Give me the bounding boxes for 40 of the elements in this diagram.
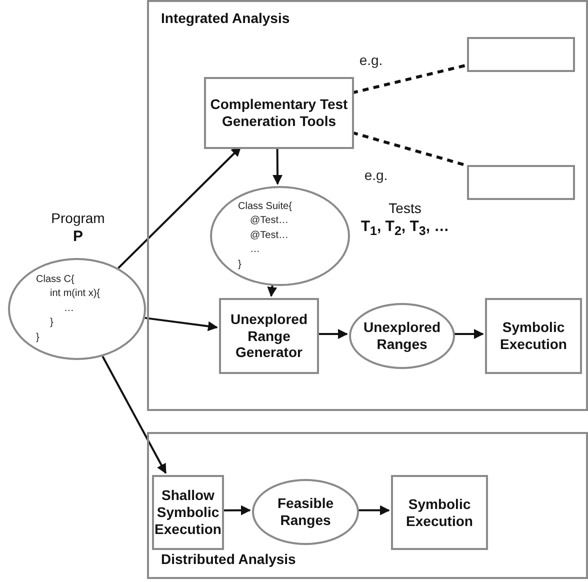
code-line: int m(int x){ — [49, 287, 100, 302]
node-label: Symbolic Execution — [499, 319, 568, 353]
process-box — [219, 298, 319, 374]
process-box — [152, 475, 224, 550]
arrow — [267, 284, 278, 297]
process-box — [467, 165, 575, 200]
caption-symbol: P — [72, 228, 83, 246]
panel-title: Distributed Analysis — [161, 551, 296, 567]
arrow — [272, 147, 283, 185]
arrow — [453, 329, 484, 339]
arrow — [222, 505, 251, 516]
caption-symbol: T$_{1}$, T$_{2}$, T$_{3}$, … — [360, 218, 450, 240]
panel-frame — [147, 432, 588, 579]
panel-frame — [147, 0, 588, 411]
node-label: Feasible Ranges — [276, 495, 335, 529]
code-line: … — [249, 243, 260, 258]
code-line: @Test… — [249, 214, 288, 228]
process-box — [485, 298, 582, 374]
code-line: … — [63, 302, 74, 316]
node-label: Unexplored Ranges — [362, 319, 442, 353]
process-box — [391, 475, 488, 550]
arrow — [357, 505, 390, 516]
process-box — [204, 77, 354, 149]
code-line: Class Suite{ — [238, 200, 292, 214]
caption-text: Program — [51, 210, 105, 228]
node-label: Unexplored Range Generator — [229, 310, 308, 362]
process-box — [467, 37, 575, 72]
caption-text: Tests — [388, 200, 422, 218]
arrow — [144, 316, 218, 332]
node-label: Symbolic Execution — [405, 496, 474, 530]
arrow — [102, 356, 167, 474]
code-line: @Test… — [249, 228, 288, 243]
arrow — [317, 329, 348, 339]
code-line: } — [49, 316, 54, 330]
code-line: } — [36, 330, 40, 345]
panel-title: Integrated Analysis — [161, 10, 290, 26]
node-label: Complementary Test Generation Tools — [209, 96, 349, 130]
code-line: } — [238, 258, 242, 272]
code-line: Class C{ — [36, 272, 74, 287]
node-label: Shallow Symbolic Execution — [154, 487, 222, 538]
